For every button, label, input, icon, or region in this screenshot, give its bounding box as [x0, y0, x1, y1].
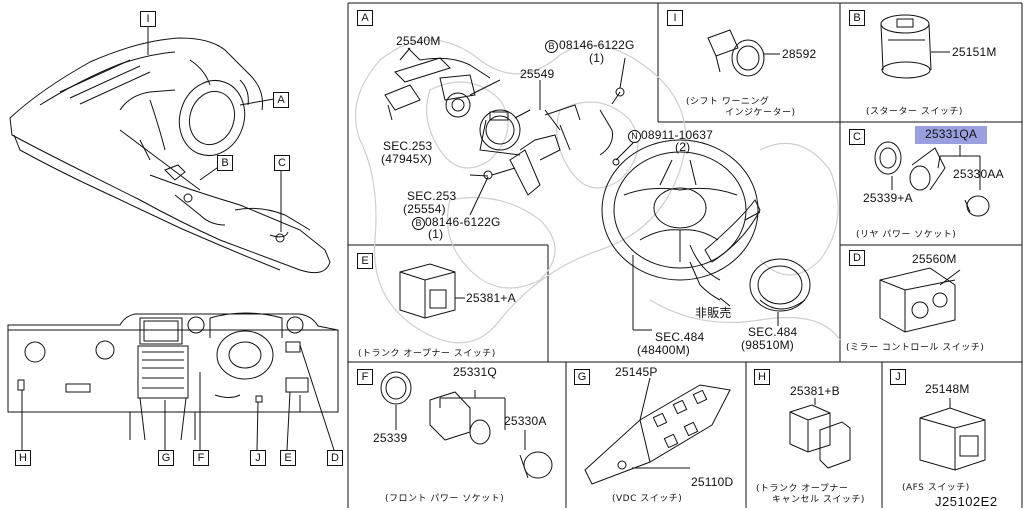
shift-indicator-drawing: [707, 29, 780, 77]
dashboard-callout-lines: [21, 344, 335, 451]
part-08146-6122g-top-qty: (1): [589, 51, 605, 65]
part-sec484-48400m-ref: (48400M): [637, 343, 690, 357]
part-sec253-47945x[interactable]: SEC.253: [383, 139, 433, 153]
callout-tag-g[interactable]: G: [158, 450, 174, 466]
caption-trunk-cancel-2: キャンセル スイッチ): [772, 495, 865, 505]
part-25549[interactable]: 25549: [520, 67, 555, 81]
vdc-switch-panel-drawing: [584, 377, 731, 485]
caption-shift-warning-2: インジケーター): [725, 108, 796, 118]
part-25339[interactable]: 25339: [373, 431, 408, 445]
callout-tag-a[interactable]: A: [273, 92, 289, 108]
bolt-bottom-prefix: B: [412, 217, 425, 230]
panel-tag-j: J: [890, 369, 906, 385]
callout-tag-j[interactable]: J: [250, 450, 266, 466]
part-sec484-98510m-ref: (98510M): [741, 338, 794, 352]
panel-tag-a: A: [357, 10, 373, 26]
caption-mirror-control: (ミラー コントロール スイッチ): [846, 343, 985, 353]
paddle-switch-drawing: [483, 87, 625, 196]
interior-overview-drawing: [9, 37, 331, 274]
watermark-ornament: [354, 39, 841, 344]
part-25330a[interactable]: 25330A: [504, 414, 547, 428]
part-08146-6122g-bottom-qty: (1): [428, 227, 444, 241]
afs-switch-drawing: [919, 398, 986, 471]
callout-tag-i[interactable]: I: [140, 11, 156, 27]
not-for-sale-label: 非販売: [695, 306, 732, 320]
part-08911-10637-qty: (2): [675, 140, 691, 154]
part-25381a[interactable]: 25381+A: [466, 291, 516, 305]
panel-tag-i: I: [667, 10, 683, 26]
caption-vdc-switch: (VDC スイッチ): [612, 494, 683, 504]
wheel-trim-drawing: [689, 199, 761, 301]
callout-tag-f[interactable]: F: [193, 450, 209, 466]
front-power-socket-drawing: [380, 371, 553, 479]
part-08911-10637[interactable]: 08911-10637: [641, 128, 714, 142]
bolt-top-prefix: B: [545, 40, 558, 53]
caption-starter-switch: (スターター スイッチ): [866, 107, 963, 117]
part-sec253-25554-ref: (25554): [403, 202, 446, 216]
steering-column-switch-drawing: [384, 47, 501, 121]
part-sec253-47945x-ref: (47945X): [381, 152, 432, 166]
highlight-25331qa: [915, 126, 987, 144]
part-25339a[interactable]: 25339+A: [863, 191, 913, 205]
part-25148m[interactable]: 25148M: [925, 382, 970, 396]
diagram-code: J25102E2: [935, 494, 998, 509]
part-25381b[interactable]: 25381+B: [790, 384, 840, 398]
rear-power-socket-drawing: [874, 141, 990, 217]
callout-tag-e[interactable]: E: [280, 450, 296, 466]
nut-prefix: N: [628, 130, 641, 143]
panel-tag-d: D: [849, 250, 865, 266]
caption-shift-warning-1: (シフト ワーニング: [686, 97, 770, 107]
spiral-cable-drawing: [479, 109, 531, 156]
panel-tag-b: B: [849, 10, 865, 26]
airbag-module-drawing: [749, 258, 811, 312]
mirror-control-switch-drawing: [879, 267, 961, 333]
part-25560m[interactable]: 25560M: [912, 252, 957, 266]
dashboard-overview-drawing: [7, 312, 339, 441]
part-sec484-98510m[interactable]: SEC.484: [748, 325, 798, 339]
part-25331qa[interactable]: 25331QA: [925, 127, 978, 141]
trunk-opener-switch-drawing: [399, 263, 465, 319]
part-25331q[interactable]: 25331Q: [453, 365, 497, 379]
part-sec253-25554[interactable]: SEC.253: [407, 189, 457, 203]
part-08146-6122g-bottom[interactable]: 08146-6122G: [425, 215, 501, 229]
callout-tag-c[interactable]: C: [274, 155, 290, 171]
panel-tag-f: F: [357, 369, 373, 385]
panel-tag-h: H: [754, 369, 770, 385]
part-28592[interactable]: 28592: [782, 47, 817, 61]
callout-tag-d[interactable]: D: [327, 450, 343, 466]
caption-afs-switch: (AFS スイッチ): [902, 483, 970, 493]
steering-wheel-drawing: [601, 139, 759, 281]
overview-callout-lines: [147, 24, 282, 232]
callout-tag-h[interactable]: H: [15, 450, 31, 466]
panel-tag-g: G: [574, 369, 590, 385]
callout-tag-b[interactable]: B: [217, 155, 233, 171]
caption-trunk-opener: (トランク オープナー スイッチ): [358, 349, 496, 359]
part-25110d[interactable]: 25110D: [691, 475, 734, 489]
caption-rear-power-socket: (リヤ パワー ソケット): [856, 230, 957, 240]
starter-switch-drawing: [880, 14, 950, 79]
part-25540m[interactable]: 25540M: [396, 34, 441, 48]
panel-tag-e: E: [357, 253, 373, 269]
part-25145p[interactable]: 25145P: [615, 365, 658, 379]
part-08146-6122g-top[interactable]: 08146-6122G: [559, 38, 635, 52]
leader-lines-a2: [632, 255, 779, 331]
panel-tag-c: C: [849, 129, 865, 145]
panel-frames: [347, 2, 1023, 508]
caption-front-power-socket: (フロント パワー ソケット): [385, 494, 505, 504]
part-25330aa[interactable]: 25330AA: [953, 167, 1004, 181]
part-25151m[interactable]: 25151M: [952, 45, 997, 59]
part-sec484-48400m[interactable]: SEC.484: [655, 330, 705, 344]
trunk-cancel-switch-drawing: [789, 398, 851, 469]
caption-trunk-cancel-1: (トランク オープナー: [756, 484, 849, 494]
